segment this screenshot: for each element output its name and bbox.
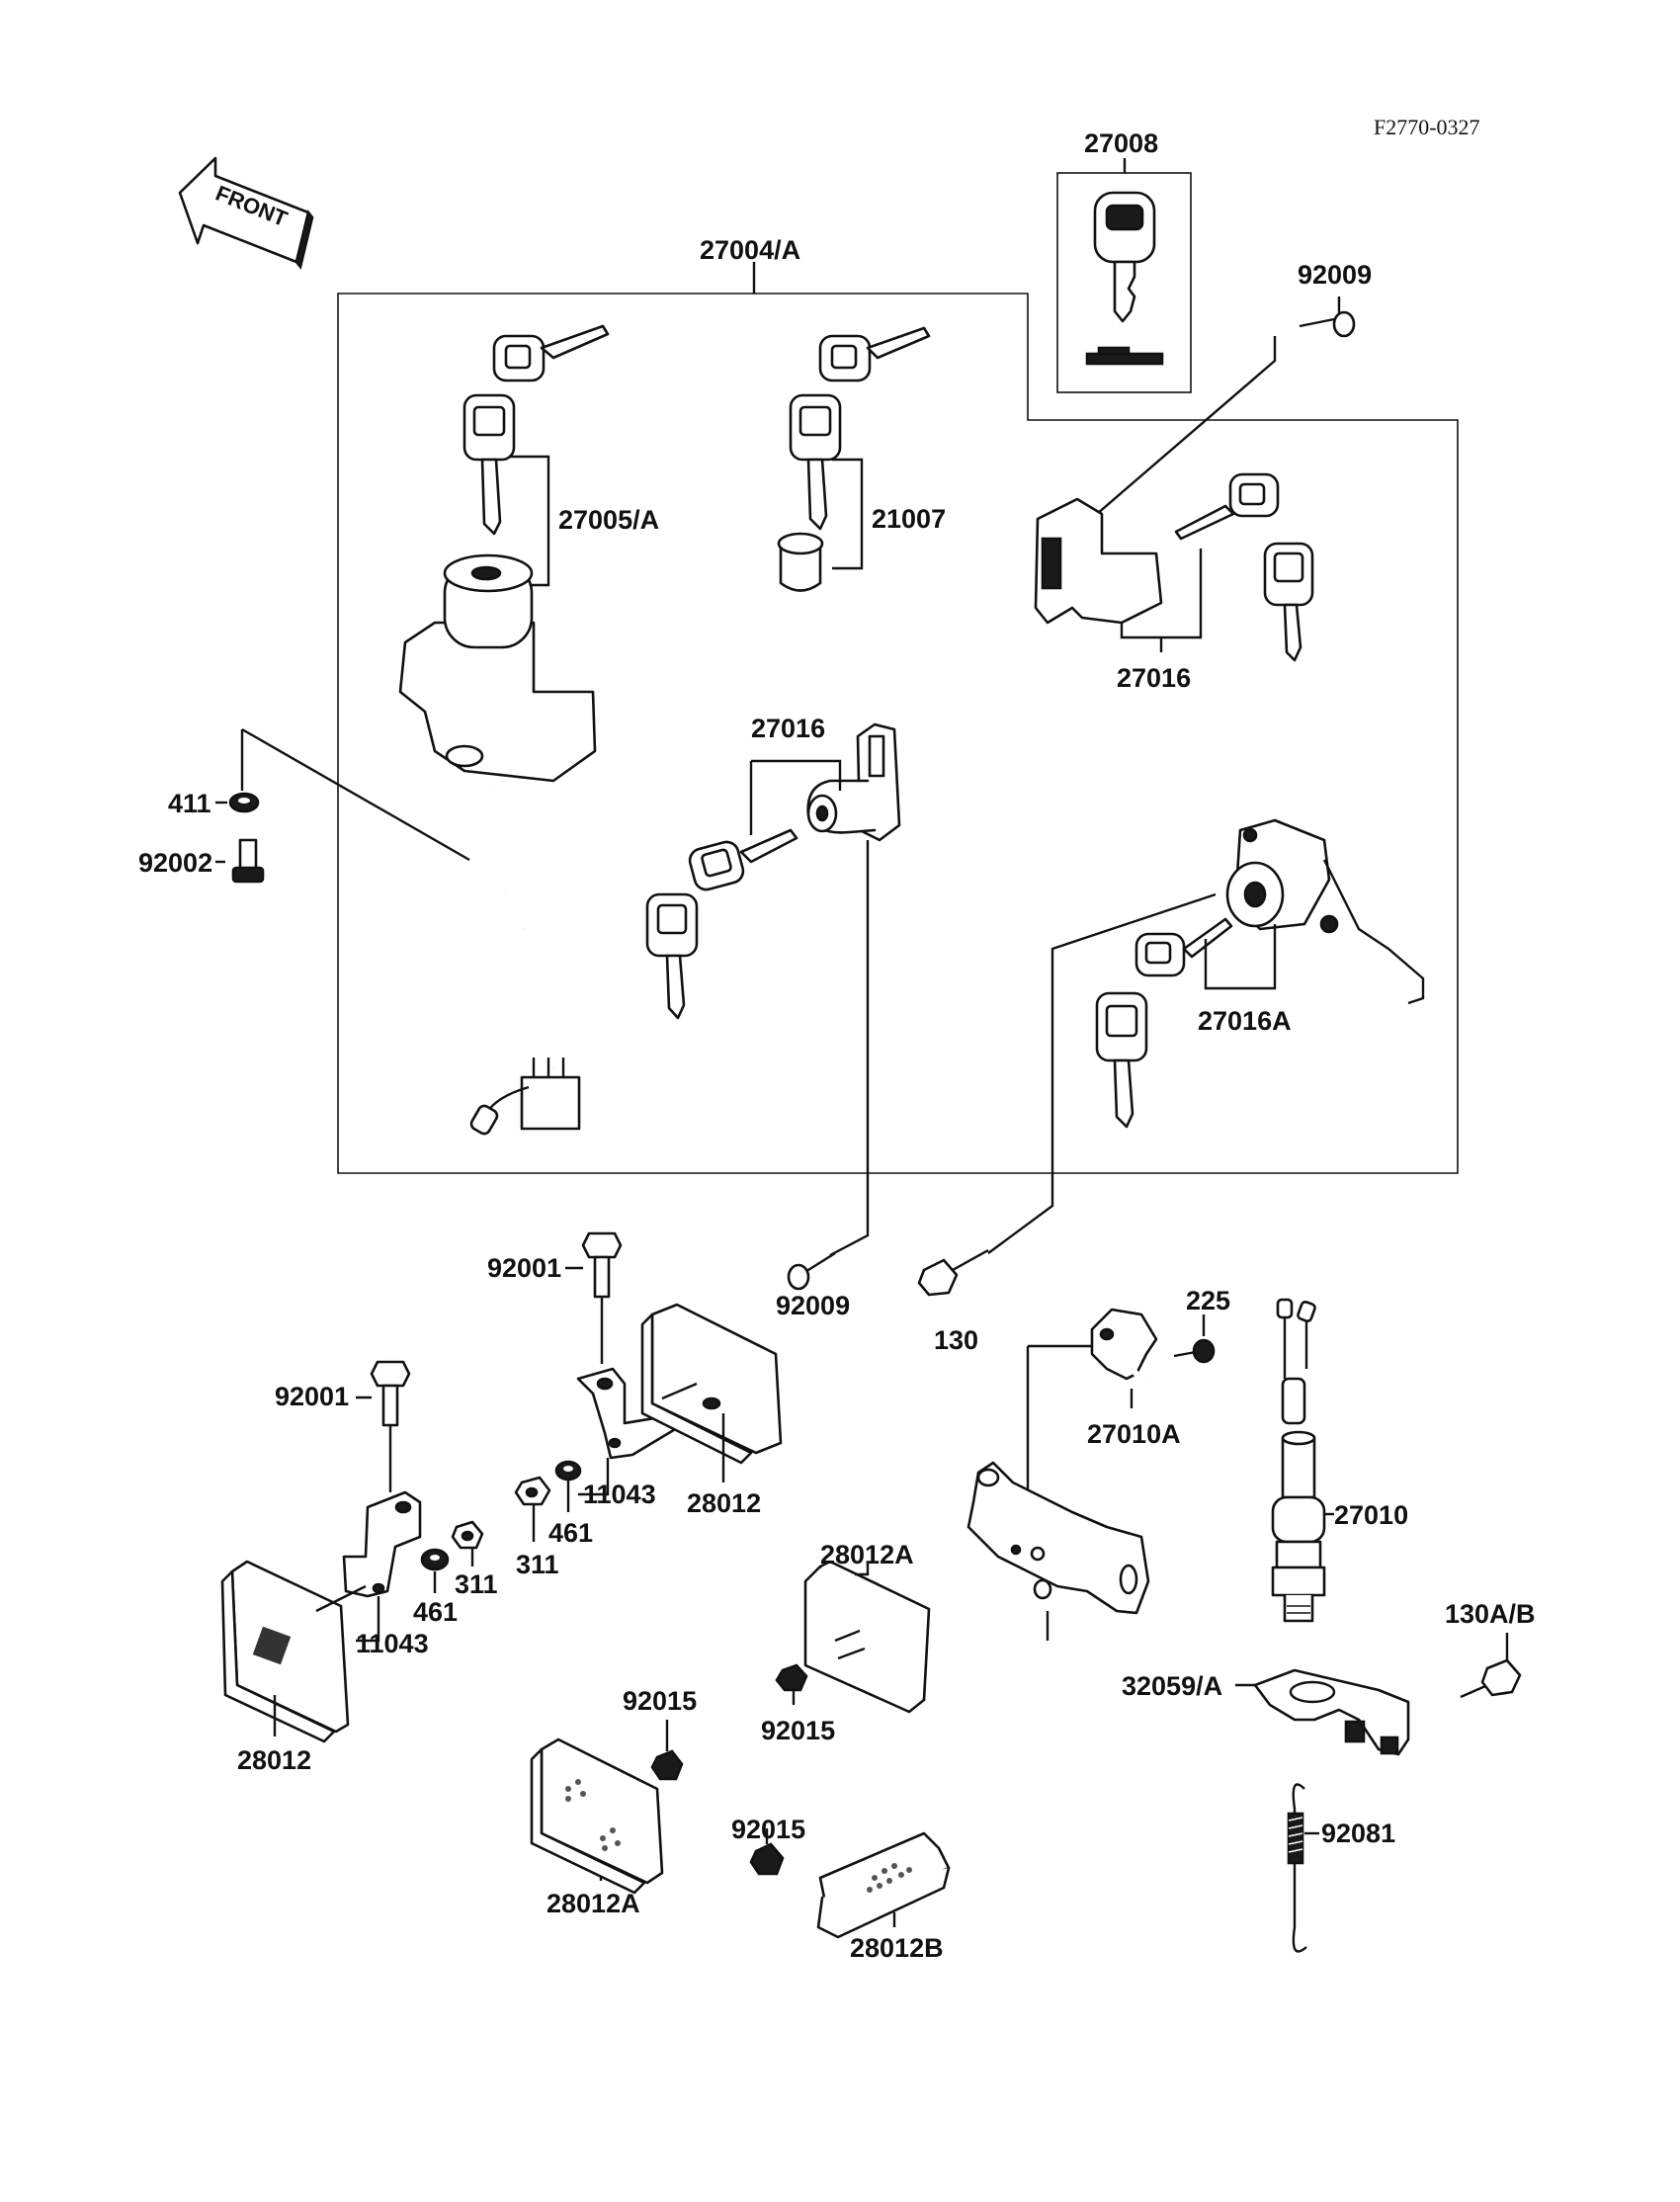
label-92009-top: 92009 — [1298, 260, 1372, 290]
label-225: 225 — [1186, 1286, 1230, 1315]
set-27004a-outline — [337, 293, 1459, 1174]
label-27005a: 27005/A — [558, 505, 659, 535]
bolt-92001-b-icon — [370, 1360, 411, 1427]
nut-92015-a-icon — [775, 1663, 808, 1692]
bolt-92001-a-icon — [581, 1231, 623, 1299]
ignition-switch-icon — [398, 553, 597, 1136]
label-130ab: 130A/B — [1445, 1599, 1536, 1629]
spring-92081-icon — [1287, 1783, 1307, 1953]
label-92001-b: 92001 — [275, 1382, 349, 1411]
label-27016a: 27016A — [1198, 1006, 1292, 1036]
bolt-130ab-icon — [1460, 1658, 1522, 1699]
reflector-28012a-bottom-icon — [530, 1737, 664, 1895]
label-92002: 92002 — [138, 848, 212, 878]
key-27008-group — [1056, 158, 1192, 393]
reflector-28012-b-icon — [220, 1560, 367, 1743]
label-28012a-top: 28012A — [820, 1540, 914, 1569]
label-27016-mid: 27016 — [751, 714, 825, 743]
switch-27010-icon — [1271, 1298, 1326, 1623]
keys-21007-icon — [777, 326, 931, 592]
label-27008: 27008 — [1084, 128, 1158, 158]
bolt-130-icon — [917, 1248, 989, 1297]
label-28012b: 28012B — [850, 1933, 944, 1963]
label-28012-b: 28012 — [237, 1745, 311, 1775]
label-311-a: 311 — [516, 1550, 559, 1579]
screw-225-icon — [1173, 1338, 1216, 1364]
label-27004a: 27004/A — [700, 235, 800, 265]
label-27016-right: 27016 — [1117, 663, 1191, 693]
label-461-b: 461 — [413, 1597, 458, 1627]
label-28012a-bottom: 28012A — [546, 1889, 640, 1918]
label-311-b: 311 — [455, 1569, 498, 1599]
label-27010a: 27010A — [1087, 1419, 1181, 1449]
switch-27010a-icon — [1090, 1308, 1158, 1387]
bracket-11043-b-icon — [342, 1490, 422, 1598]
nut-311-b-icon — [451, 1520, 484, 1550]
label-27010: 27010 — [1334, 1500, 1408, 1530]
lock-27016a-icon — [1095, 818, 1425, 1129]
nut-311-a-icon — [514, 1476, 551, 1506]
bolt-92002-icon — [231, 838, 265, 884]
nut-92015-c-icon — [749, 1842, 785, 1876]
reflector-28012-a-icon — [640, 1303, 783, 1465]
label-461-a: 461 — [548, 1518, 593, 1548]
label-130: 130 — [934, 1325, 978, 1355]
label-21007: 21007 — [872, 504, 946, 534]
label-11043-b: 11043 — [356, 1629, 429, 1658]
front-arrow-icon: FRONT — [178, 156, 314, 270]
screw-92009-bottom-icon — [787, 1251, 836, 1291]
label-411: 411 — [168, 789, 211, 818]
stand-bracket-ref-icon — [966, 1461, 1150, 1615]
washer-461-b-icon — [420, 1548, 450, 1571]
keys-27005a-icon — [462, 324, 610, 536]
label-28012-a: 28012 — [687, 1488, 761, 1518]
label-92015-c: 92015 — [731, 1815, 805, 1844]
clip-32059a-icon — [1253, 1668, 1410, 1756]
washer-461-a-icon — [554, 1460, 582, 1482]
label-11043-a: 11043 — [583, 1480, 656, 1509]
screw-92009-top-icon — [1299, 310, 1356, 338]
lock-27016-right-icon — [1034, 472, 1314, 662]
label-92081: 92081 — [1321, 1819, 1395, 1848]
lock-27016-mid-icon — [645, 722, 901, 1020]
label-32059a: 32059/A — [1122, 1671, 1222, 1701]
label-92009-bottom: 92009 — [776, 1291, 850, 1320]
washer-411-icon — [228, 792, 260, 813]
label-92015-b: 92015 — [623, 1686, 697, 1716]
reflector-28012a-top-icon — [803, 1560, 931, 1714]
label-92015-a: 92015 — [761, 1716, 835, 1745]
reflector-28012b-icon — [816, 1831, 951, 1939]
nut-92015-b-icon — [650, 1749, 684, 1781]
diagram-code: F2770-0327 — [1374, 115, 1480, 139]
label-92001-a: 92001 — [487, 1253, 561, 1283]
